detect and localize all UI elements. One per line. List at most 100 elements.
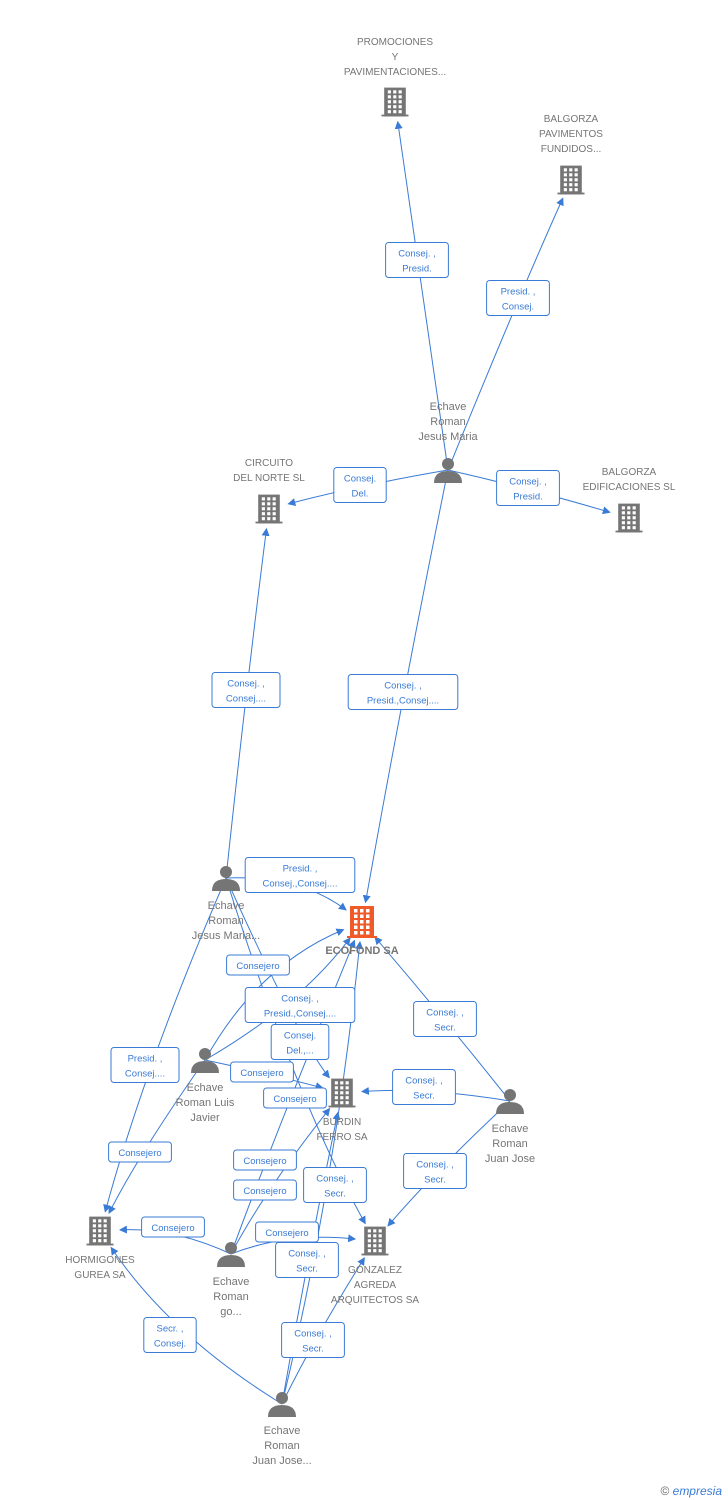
relation-text: Consejero bbox=[273, 1094, 316, 1105]
label-box bbox=[244, 857, 356, 893]
relation-label[interactable]: Consejero bbox=[255, 1221, 319, 1243]
label-box bbox=[233, 1149, 297, 1171]
node-label: Roman bbox=[213, 1291, 248, 1303]
label-box bbox=[233, 1179, 297, 1201]
relation-label[interactable]: Consej. ,Secr. bbox=[403, 1153, 467, 1189]
label-box bbox=[275, 1242, 339, 1278]
relation-label[interactable]: Consejero bbox=[230, 1061, 294, 1083]
label-box bbox=[333, 467, 387, 503]
relation-label[interactable]: Consej. ,Secr. bbox=[281, 1322, 345, 1358]
relation-label[interactable]: Presid. ,Consej. bbox=[486, 280, 550, 316]
relation-label[interactable]: Presid. ,Consej.... bbox=[110, 1047, 180, 1083]
brand-logo: empresia bbox=[672, 1484, 722, 1498]
relation-text: Consej. , bbox=[405, 1076, 443, 1087]
relation-text: Consej. , bbox=[227, 679, 265, 690]
relation-label[interactable]: Consej. ,Presid.,Consej.... bbox=[244, 987, 356, 1023]
relation-label[interactable]: Consejero bbox=[233, 1149, 297, 1171]
company-node-balgorza_edif[interactable]: BALGORZA EDIFICACIONES SL bbox=[583, 467, 676, 533]
person-icon bbox=[434, 458, 462, 483]
label-box bbox=[211, 672, 281, 708]
node-label: CIRCUITO bbox=[245, 458, 293, 469]
node-label: PAVIMENTACIONES... bbox=[344, 67, 446, 78]
node-label: FUNDIDOS... bbox=[541, 144, 602, 155]
node-label: Roman bbox=[492, 1138, 527, 1150]
relation-label[interactable]: Consej.Del.,... bbox=[270, 1024, 330, 1060]
relation-text: Consej. bbox=[502, 302, 534, 313]
node-label: go... bbox=[220, 1306, 241, 1318]
relation-label[interactable]: Consej. , Secr. bbox=[392, 1069, 456, 1105]
relation-text: Consej. , bbox=[288, 1249, 326, 1260]
relation-text: Secr. bbox=[324, 1189, 346, 1200]
relation-text: Presid.,Consej.... bbox=[264, 1009, 336, 1020]
building-icon bbox=[615, 503, 643, 533]
relation-label[interactable]: Consej.Del. bbox=[333, 467, 387, 503]
node-label: BALGORZA bbox=[602, 467, 657, 478]
relation-label[interactable]: Consej. ,Secr. bbox=[275, 1242, 339, 1278]
relation-text: Presid. bbox=[513, 492, 543, 503]
node-label: Juan Jose bbox=[485, 1153, 535, 1165]
relation-label[interactable]: Consejero bbox=[233, 1179, 297, 1201]
relation-text: Consej. , bbox=[398, 249, 436, 260]
relation-label[interactable]: Consejero bbox=[141, 1216, 205, 1238]
relation-label[interactable]: Consej. ,Consej.... bbox=[211, 672, 281, 708]
label-box bbox=[230, 1061, 294, 1083]
node-label: Echave bbox=[264, 1425, 301, 1437]
node-label: GUREA SA bbox=[74, 1270, 125, 1281]
node-label: AGREDA bbox=[354, 1280, 397, 1291]
relation-text: Consejero bbox=[118, 1148, 161, 1159]
label-box bbox=[143, 1317, 197, 1353]
relation-label[interactable]: Consej. ,Presid. bbox=[385, 242, 449, 278]
label-box bbox=[270, 1024, 330, 1060]
relation-text: Consej. , bbox=[294, 1329, 332, 1340]
relation-label[interactable]: Secr. ,Consej. bbox=[143, 1317, 197, 1353]
relation-text: Del. bbox=[352, 489, 369, 500]
company-node-ecofond[interactable]: ECOFOND SA bbox=[325, 906, 399, 957]
copyright-symbol: © bbox=[660, 1484, 670, 1498]
relation-label[interactable]: Consej. ,Presid. bbox=[496, 470, 560, 506]
label-box bbox=[141, 1216, 205, 1238]
node-label: Echave bbox=[430, 401, 467, 413]
node-label: Roman Luis bbox=[176, 1097, 235, 1109]
label-box bbox=[108, 1141, 172, 1163]
relation-edge bbox=[394, 120, 449, 471]
label-box bbox=[413, 1001, 477, 1037]
building-icon bbox=[381, 87, 409, 117]
company-node-balgorza_pav[interactable]: BALGORZAPAVIMENTOSFUNDIDOS... bbox=[539, 114, 603, 195]
relation-text: Consejero bbox=[151, 1223, 194, 1234]
relation-text: Secr. bbox=[434, 1023, 456, 1034]
building-icon bbox=[557, 165, 585, 195]
relation-label[interactable]: Presid. ,Consej.,Consej.... bbox=[244, 857, 356, 893]
relation-text: Secr. bbox=[413, 1091, 435, 1102]
node-label: BALGORZA bbox=[544, 114, 599, 125]
person-icon bbox=[496, 1089, 524, 1114]
label-box bbox=[347, 674, 459, 710]
company-node-promociones[interactable]: PROMOCIONESYPAVIMENTACIONES... bbox=[344, 37, 446, 117]
relation-label[interactable]: Consejero bbox=[226, 954, 290, 976]
node-label: EDIFICACIONES SL bbox=[583, 482, 676, 493]
relation-label[interactable]: Consej. ,Secr. bbox=[413, 1001, 477, 1037]
relation-text: Consejero bbox=[243, 1156, 286, 1167]
person-node-go[interactable]: EchaveRomango... bbox=[213, 1242, 250, 1318]
relation-text: Consej. , bbox=[316, 1174, 354, 1185]
relation-label[interactable]: Consej. , Secr. bbox=[303, 1167, 367, 1203]
node-label: PROMOCIONES bbox=[357, 37, 433, 48]
node-label: GONZALEZ bbox=[348, 1265, 402, 1276]
relation-label[interactable]: Consejero bbox=[108, 1141, 172, 1163]
relation-label[interactable]: Consej. ,Presid.,Consej.... bbox=[347, 674, 459, 710]
label-box bbox=[110, 1047, 180, 1083]
node-label: ECOFOND SA bbox=[325, 945, 398, 957]
relation-label[interactable]: Consejero bbox=[263, 1087, 327, 1109]
node-label: Jesus Maria... bbox=[192, 930, 260, 942]
label-box bbox=[244, 987, 356, 1023]
relation-text: Consej.... bbox=[125, 1069, 165, 1080]
